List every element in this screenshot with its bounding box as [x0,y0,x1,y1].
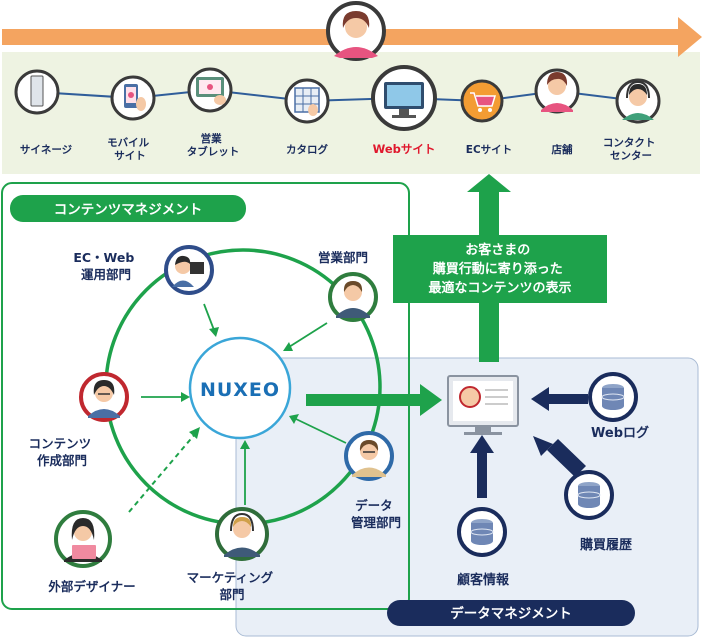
channel-strip [2,52,700,174]
data-management-panel [235,357,699,637]
optimal-content-callout: お客さまの 購買行動に寄り添った 最適なコンテンツの表示 [393,235,607,303]
content-management-title: コンテンツマネジメント [54,202,203,218]
hub-arrowheads [181,327,299,449]
headset-operator-icon [615,78,661,124]
channel-label-signage: サイネージ [20,144,73,156]
database-icon-weblog [588,372,638,422]
channel-label-mobile: モバイル サイト [107,137,153,162]
data-arrows [470,387,588,498]
channel-label-tablet: 営業 タブレット [187,132,240,158]
channel-label-contact: コンタクト センター [603,137,659,162]
designer-dashed-arrow [128,433,196,513]
channel-label-ec: ECサイト [466,144,512,156]
pc-worker-icon [164,245,214,295]
channel-label-catalog: カタログ [286,143,328,156]
dept-label-marketing: マーケティング 部門 [187,570,278,602]
dept-label-designer: 外部デザイナー [47,579,135,594]
headset-man-icon [215,507,269,561]
monitor-icon [371,65,437,131]
data-management-title: データマネジメント [450,605,572,622]
data-label-customer: 顧客情報 [457,572,510,588]
businessman-icon [328,272,378,322]
woman-glasses-icon [79,372,129,422]
data-label-history: 購買履歴 [579,537,632,553]
channel-label-store: 店舗 [551,143,573,156]
data-label-weblog: Webログ [591,425,649,441]
dept-label-ec-web: EC・Web 運用部門 [73,250,138,282]
tablet-icon [187,67,233,113]
nuxeo-logo: NUXEO [200,379,280,401]
catalog-icon [284,78,330,124]
customer-profile-screen-icon [447,375,519,435]
dept-label-content: コンテンツ 作成部門 [29,436,96,468]
database-icon-history [564,470,614,520]
man-glasses-icon [344,431,394,481]
dept-label-sales: 営業部門 [318,250,368,265]
data-management-title-badge: データマネジメント [387,600,635,626]
nuxeo-hub: NUXEO [188,336,292,440]
store-staff-icon [534,68,580,114]
signage-icon [14,69,60,115]
mobile-icon [110,75,156,121]
channel-label-web: Webサイト [373,142,436,156]
dept-label-data: データ 管理部門 [351,498,401,530]
content-management-title-badge: コンテンツマネジメント [10,195,246,222]
hub-arrows [141,303,347,505]
hub-to-screen-arrow [306,384,442,416]
database-icon-customer [457,507,507,557]
designer-icon [54,510,112,568]
customer-icon [326,1,386,61]
svg-text:お客さまの 購買行動に寄り添った 最: お客さまの 購買行動に寄り添った 最適なコンテンツの表示 [428,242,571,296]
cart-icon [460,79,504,123]
